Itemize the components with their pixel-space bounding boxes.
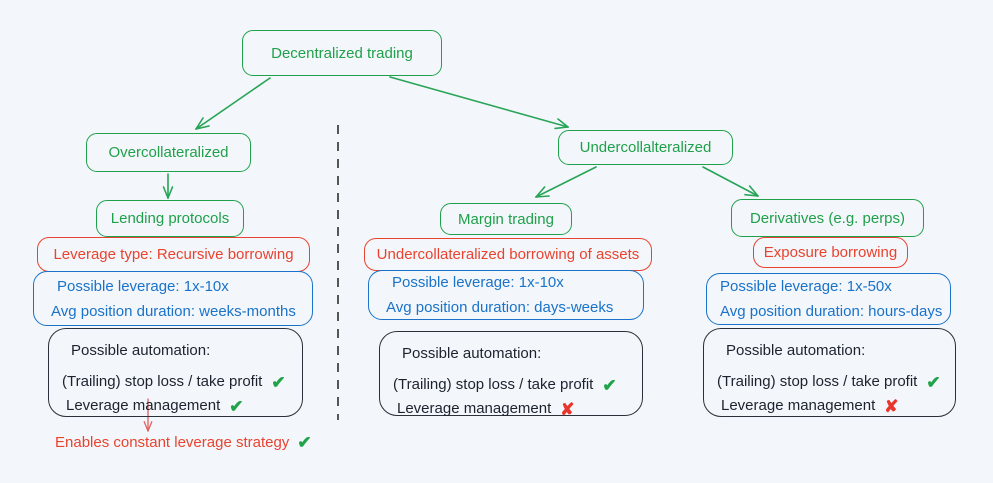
box-margin-leverage-type: Undercollateralized borrowing of assets bbox=[364, 238, 652, 271]
automation-item-label: Leverage management bbox=[66, 397, 221, 414]
automation-title: Possible automation: bbox=[726, 342, 866, 359]
arrow-root-to-overcollateralized bbox=[195, 77, 271, 130]
box-lending-leverage-type: Leverage type: Recursive borrowing bbox=[37, 237, 310, 272]
box-margin-automation: Possible automation: (Trailing) stop los… bbox=[379, 331, 643, 418]
automation-item-label: (Trailing) stop loss / take profit bbox=[62, 373, 263, 390]
box-derivatives-leverage-type: Exposure borrowing bbox=[753, 237, 908, 268]
automation-row: (Trailing) stop loss / take profit ✔ bbox=[62, 370, 286, 394]
automation-row: Leverage management ✘ bbox=[397, 397, 575, 421]
check-icon: ✔ bbox=[926, 372, 941, 392]
automation-item-label: Leverage management bbox=[721, 397, 876, 414]
box-derivatives-automation: Possible automation: (Trailing) stop los… bbox=[703, 328, 956, 417]
check-icon: ✔ bbox=[229, 396, 244, 416]
possible-leverage-text: Possible leverage: 1x-10x bbox=[392, 274, 564, 291]
arrow-undercollateralized-to-derivatives bbox=[702, 166, 759, 197]
node-label: Margin trading bbox=[458, 210, 554, 228]
position-duration-text: Avg position duration: hours-days bbox=[720, 303, 943, 320]
position-duration-text: Avg position duration: days-weeks bbox=[386, 299, 614, 316]
automation-row: Leverage management ✘ bbox=[721, 394, 899, 418]
automation-item-label: (Trailing) stop loss / take profit bbox=[393, 376, 594, 393]
note-constant-leverage-strategy: Enables constant leverage strategy ✔ bbox=[55, 434, 312, 451]
automation-row: Leverage management ✔ bbox=[66, 394, 244, 418]
automation-item-label: (Trailing) stop loss / take profit bbox=[717, 373, 918, 390]
node-label: Undercollalteralized bbox=[579, 139, 712, 156]
leverage-type-label: Exposure borrowing bbox=[763, 244, 898, 261]
box-derivatives-stats: Possible leverage: 1x-50x Avg position d… bbox=[706, 273, 951, 325]
automation-row: (Trailing) stop loss / take profit ✔ bbox=[717, 370, 941, 394]
node-derivatives: Derivatives (e.g. perps) bbox=[731, 199, 924, 237]
node-label: Overcollateralized bbox=[108, 144, 229, 161]
box-lending-stats: Possible leverage: 1x-10x Avg position d… bbox=[33, 271, 313, 326]
check-icon: ✔ bbox=[271, 372, 286, 392]
node-label: Derivatives (e.g. perps) bbox=[749, 209, 906, 227]
possible-leverage-text: Possible leverage: 1x-50x bbox=[720, 278, 892, 295]
position-duration-text: Avg position duration: weeks-months bbox=[51, 302, 296, 320]
leverage-type-label: Undercollateralized borrowing of assets bbox=[376, 246, 640, 263]
node-margin-trading: Margin trading bbox=[440, 203, 572, 235]
node-undercollateralized: Undercollalteralized bbox=[558, 130, 733, 165]
automation-title: Possible automation: bbox=[71, 342, 211, 359]
node-decentralized-trading: Decentralized trading bbox=[242, 30, 442, 76]
note-label: Enables constant leverage strategy bbox=[55, 434, 290, 451]
node-lending-protocols: Lending protocols bbox=[96, 200, 244, 237]
box-margin-stats: Possible leverage: 1x-10x Avg position d… bbox=[368, 270, 644, 320]
cross-icon: ✘ bbox=[884, 396, 899, 416]
automation-title: Possible automation: bbox=[402, 345, 542, 362]
cross-icon: ✘ bbox=[560, 399, 575, 419]
leverage-type-label: Leverage type: Recursive borrowing bbox=[53, 246, 294, 263]
check-icon: ✔ bbox=[602, 375, 617, 395]
automation-row: (Trailing) stop loss / take profit ✔ bbox=[393, 373, 617, 397]
arrow-overcollateralized-to-lending bbox=[162, 173, 174, 199]
check-icon: ✔ bbox=[297, 433, 312, 452]
node-label: Lending protocols bbox=[110, 210, 230, 227]
arrow-undercollateralized-to-margin bbox=[535, 166, 597, 198]
automation-item-label: Leverage management bbox=[397, 400, 552, 417]
possible-leverage-text: Possible leverage: 1x-10x bbox=[57, 277, 229, 295]
node-label: Decentralized trading bbox=[271, 44, 413, 62]
node-overcollateralized: Overcollateralized bbox=[86, 133, 251, 172]
arrow-root-to-undercollateralized bbox=[389, 76, 569, 130]
box-lending-automation: Possible automation: (Trailing) stop los… bbox=[48, 328, 303, 417]
